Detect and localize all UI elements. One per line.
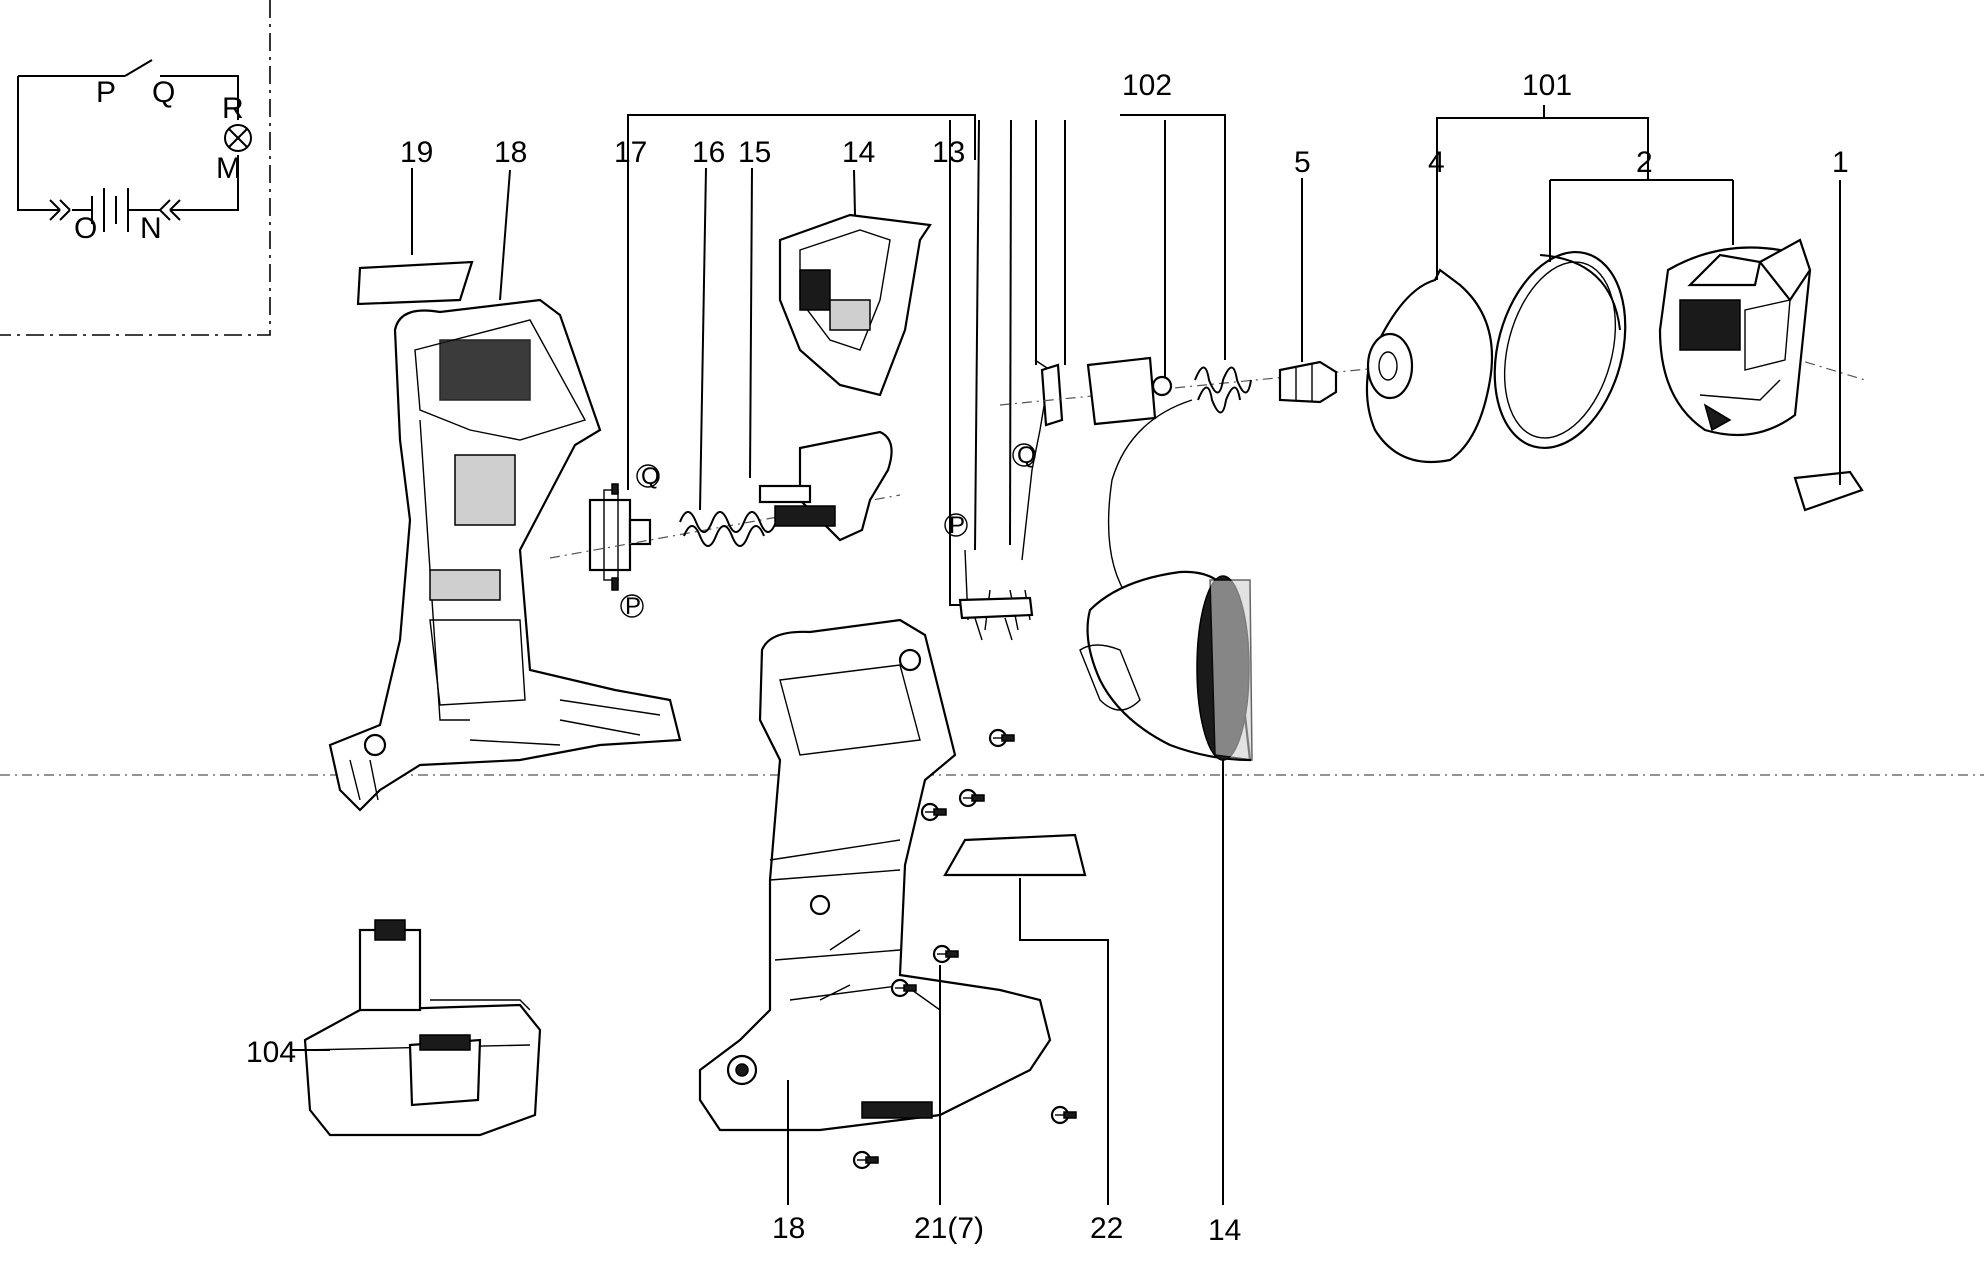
schematic-label-r: R xyxy=(222,92,244,125)
bulb-socket xyxy=(1151,375,1173,397)
schematic-label-o: O xyxy=(74,212,97,245)
callout-15: 15 xyxy=(738,136,771,169)
callout-17: 17 xyxy=(614,136,647,169)
head-bezel xyxy=(1658,238,1812,437)
callout-2: 2 xyxy=(1636,146,1653,179)
marker-p2-text: P xyxy=(949,512,965,539)
callout-104: 104 xyxy=(246,1036,296,1069)
callout-18-top: 18 xyxy=(494,136,527,169)
callout-5: 5 xyxy=(1294,146,1311,179)
head-housing-14 xyxy=(1079,399,1253,762)
housing-half-right xyxy=(698,618,1052,1132)
marker-p-circle xyxy=(620,594,644,618)
callout-1: 1 xyxy=(1832,146,1849,179)
label-plate-22 xyxy=(943,833,1087,877)
spring-16 xyxy=(679,511,777,547)
marker-q-circle xyxy=(636,464,660,488)
leader-lines xyxy=(292,105,1841,1205)
callout-14-bottom: 14 xyxy=(1208,1214,1241,1247)
label-plate-1 xyxy=(1793,470,1864,512)
callout-18-bottom: 18 xyxy=(772,1212,805,1245)
spring-small xyxy=(1194,366,1252,414)
callout-4: 4 xyxy=(1428,146,1445,179)
callout-101: 101 xyxy=(1522,69,1572,102)
battery-pack-104 xyxy=(303,919,542,1137)
lamp-symbol xyxy=(224,124,252,152)
circuit-schematic: P Q R M O N xyxy=(0,0,271,336)
label-plate-19 xyxy=(356,260,474,306)
marker-p-text: P xyxy=(625,593,641,620)
contact-wires: Q P xyxy=(944,359,1064,641)
switch-cover-14 xyxy=(778,213,932,397)
reflector-4 xyxy=(1365,268,1494,464)
marker-q-text: Q xyxy=(641,463,660,490)
switch-contact xyxy=(124,59,153,77)
contact-plate xyxy=(1086,356,1157,426)
bulb-5 xyxy=(1278,360,1338,404)
callout-21: 21(7) xyxy=(914,1212,984,1245)
callout-labels: 19 18 17 16 15 14 13 102 5 101 4 2 1 104… xyxy=(246,69,1849,1247)
callout-19: 19 xyxy=(400,136,433,169)
schematic-border xyxy=(0,0,271,336)
housing-half-left xyxy=(328,298,682,812)
switch-assembly xyxy=(588,483,652,591)
callout-13: 13 xyxy=(932,136,965,169)
schematic-label-n: N xyxy=(140,212,162,245)
callout-22: 22 xyxy=(1090,1212,1123,1245)
callout-16: 16 xyxy=(692,136,725,169)
schematic-label-m: M xyxy=(216,152,241,185)
callout-14-top: 14 xyxy=(842,136,875,169)
schematic-label-q: Q xyxy=(152,76,175,109)
trigger-15 xyxy=(758,430,893,542)
schematic-label-p: P xyxy=(96,76,116,109)
marker-q2-text: Q xyxy=(1017,442,1036,469)
callout-102: 102 xyxy=(1122,69,1172,102)
lens-ring-2 xyxy=(1493,250,1627,450)
screws xyxy=(852,728,1077,1170)
